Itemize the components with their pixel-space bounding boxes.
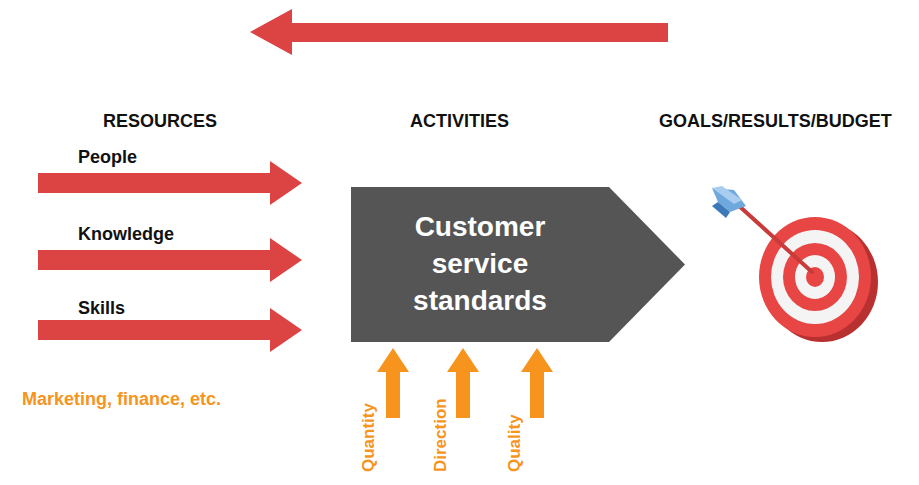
feedback-arrow (250, 9, 668, 55)
input-label: Direction (431, 398, 451, 472)
pentagon-fill (351, 187, 685, 342)
arrow-shaft (456, 370, 470, 418)
resource-label: Skills (78, 298, 125, 320)
resource-arrows (38, 161, 302, 352)
target-ring (771, 230, 859, 324)
arrow-head (447, 348, 479, 372)
arrow-head (250, 9, 292, 55)
arrow-head (270, 238, 302, 282)
column-heading: RESOURCES (103, 111, 217, 133)
column-heading: GOALS/RESULTS/BUDGET (659, 111, 892, 133)
process-pentagon: Customer service standards (351, 187, 685, 342)
arrow-shaft (530, 370, 544, 418)
arrow-shaft (38, 250, 272, 270)
node-title: Customer service standards (385, 209, 575, 320)
target-ring (759, 217, 871, 337)
resource-label: People (78, 147, 137, 169)
arrow-shaft (38, 173, 272, 193)
resource-label: Knowledge (78, 224, 174, 246)
arrow-shaft (738, 205, 812, 272)
arrow-head (270, 308, 302, 352)
input-label: Quantity (359, 403, 379, 472)
arrow-shaft (290, 23, 668, 42)
input-arrows (377, 348, 553, 418)
input-label: Quality (505, 414, 525, 472)
arrow-fletching (712, 202, 730, 218)
arrow-head (521, 348, 553, 372)
column-heading: ACTIVITIES (410, 111, 509, 133)
arrow-head (270, 161, 302, 205)
resource-note: Marketing, finance, etc. (22, 389, 221, 411)
arrow-fletching (712, 186, 742, 204)
target-icon (712, 186, 878, 342)
arrow-shaft (38, 320, 272, 340)
arrow-shaft (386, 370, 400, 418)
arrow-head (377, 348, 409, 372)
